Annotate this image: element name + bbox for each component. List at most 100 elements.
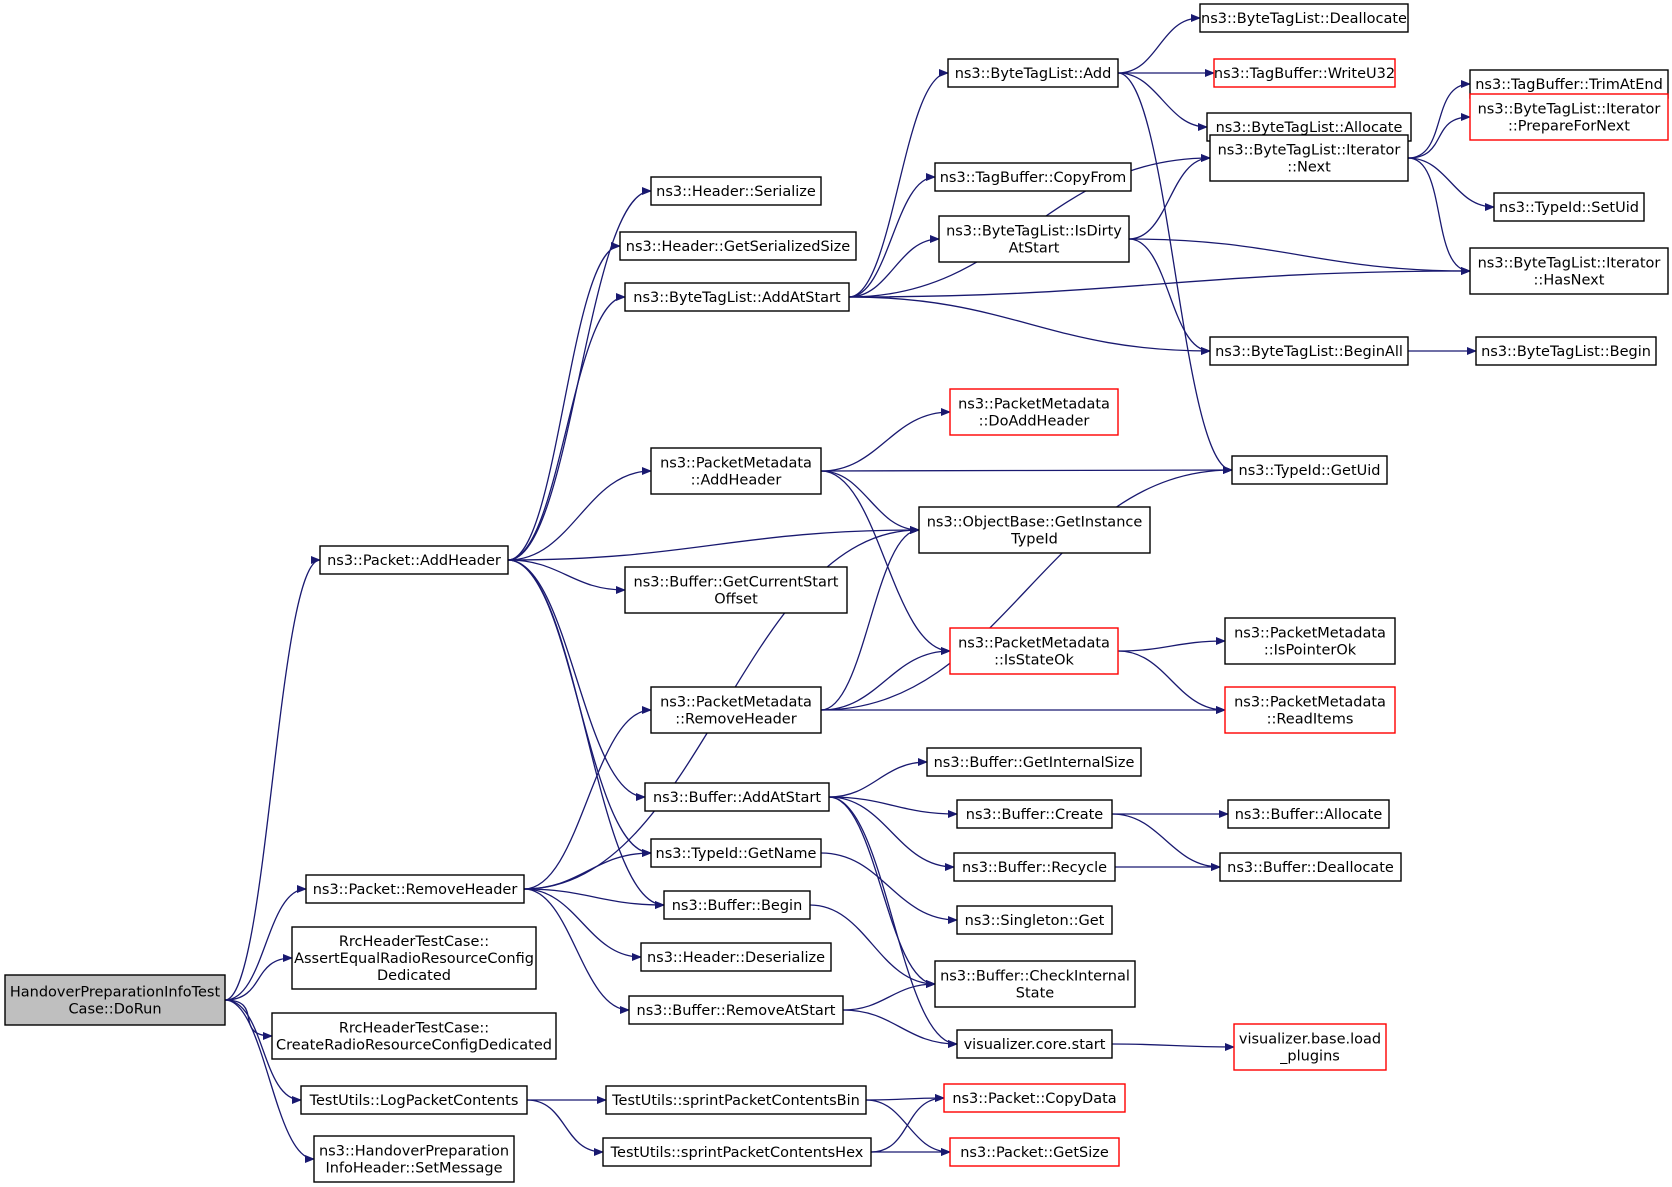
node-box[interactable] xyxy=(949,1137,1120,1167)
node-pkt-addheader[interactable]: ns3::Packet::AddHeader xyxy=(319,545,509,575)
node-box[interactable] xyxy=(644,782,830,812)
node-label: TestUtils::sprintPacketContentsBin xyxy=(611,1093,860,1109)
node-buf-allocate[interactable]: ns3::Buffer::Allocate xyxy=(1227,799,1390,829)
node-pkt-getsize[interactable]: ns3::Packet::GetSize xyxy=(949,1137,1120,1167)
node-btl-iter-prepare[interactable]: ns3::ByteTagList::Iterator::PrepareForNe… xyxy=(1469,93,1669,141)
node-box[interactable] xyxy=(650,686,822,734)
node-box[interactable] xyxy=(300,1085,528,1115)
node-box[interactable] xyxy=(1209,336,1409,366)
node-box[interactable] xyxy=(956,799,1113,829)
node-box[interactable] xyxy=(949,627,1119,675)
edge-path xyxy=(523,888,630,1014)
node-btl-addatstart[interactable]: ns3::ByteTagList::AddAtStart xyxy=(624,282,850,312)
node-box[interactable] xyxy=(605,1085,867,1115)
node-log-packet[interactable]: TestUtils::LogPacketContents xyxy=(300,1085,528,1115)
node-box[interactable] xyxy=(1224,617,1396,665)
node-btl-beginall[interactable]: ns3::ByteTagList::BeginAll xyxy=(1209,336,1409,366)
node-box[interactable] xyxy=(650,447,822,495)
node-singleton-get[interactable]: ns3::Singleton::Get xyxy=(956,905,1113,935)
node-pkt-removeheader[interactable]: ns3::Packet::RemoveHeader xyxy=(305,874,525,904)
node-box[interactable] xyxy=(640,942,832,972)
node-box[interactable] xyxy=(650,838,822,868)
node-hdr-serialize[interactable]: ns3::Header::Serialize xyxy=(650,176,822,206)
node-box[interactable] xyxy=(956,905,1113,935)
node-box[interactable] xyxy=(956,1029,1113,1059)
node-pm-doaddheader[interactable]: ns3::PacketMetadata::DoAddHeader xyxy=(949,388,1119,436)
node-box[interactable] xyxy=(628,995,844,1025)
node-btl-deallocate[interactable]: ns3::ByteTagList::Deallocate xyxy=(1199,3,1409,33)
node-box[interactable] xyxy=(947,58,1119,88)
node-pm-readitems[interactable]: ns3::PacketMetadata::ReadItems xyxy=(1224,686,1396,734)
node-pm-ispointerok[interactable]: ns3::PacketMetadata::IsPointerOk xyxy=(1224,617,1396,665)
node-box[interactable] xyxy=(926,747,1142,777)
node-box[interactable] xyxy=(1231,455,1388,485)
node-ho-setmsg[interactable]: ns3::HandoverPreparationInfoHeader::SetM… xyxy=(313,1135,515,1183)
node-box[interactable] xyxy=(602,1137,872,1167)
node-box[interactable] xyxy=(650,176,822,206)
node-buf-deallocate[interactable]: ns3::Buffer::Deallocate xyxy=(1219,852,1402,882)
node-btl-iter-next[interactable]: ns3::ByteTagList::Iterator::Next xyxy=(1209,134,1409,182)
node-box[interactable] xyxy=(1213,58,1396,88)
node-buf-create[interactable]: ns3::Buffer::Create xyxy=(956,799,1113,829)
node-box[interactable] xyxy=(1469,247,1669,295)
node-box[interactable] xyxy=(1219,852,1402,882)
node-buf-recycle[interactable]: ns3::Buffer::Recycle xyxy=(953,852,1116,882)
edge-path xyxy=(865,1099,951,1156)
node-btl-add[interactable]: ns3::ByteTagList::Add xyxy=(947,58,1119,88)
node-pm-isstateok[interactable]: ns3::PacketMetadata::IsStateOk xyxy=(949,627,1119,675)
node-box[interactable] xyxy=(1493,192,1645,222)
node-box[interactable] xyxy=(271,1012,557,1060)
node-box[interactable] xyxy=(918,506,1151,554)
node-assert-equal[interactable]: RrcHeaderTestCase::AssertEqualRadioResou… xyxy=(291,926,537,990)
node-box[interactable] xyxy=(624,282,850,312)
node-typeid-setuid[interactable]: ns3::TypeId::SetUid xyxy=(1493,192,1645,222)
node-box[interactable] xyxy=(1475,336,1657,366)
node-hdr-getsize[interactable]: ns3::Header::GetSerializedSize xyxy=(619,231,857,261)
node-buf-getinternalsize[interactable]: ns3::Buffer::GetInternalSize xyxy=(926,747,1142,777)
node-tb-copyfrom[interactable]: ns3::TagBuffer::CopyFrom xyxy=(934,162,1132,192)
node-box[interactable] xyxy=(1209,134,1409,182)
node-typeid-getuid[interactable]: ns3::TypeId::GetUid xyxy=(1231,455,1388,485)
node-create-rrcd[interactable]: RrcHeaderTestCase::CreateRadioResourceCo… xyxy=(271,1012,557,1060)
node-box[interactable] xyxy=(624,566,848,614)
node-pkt-copydata[interactable]: ns3::Packet::CopyData xyxy=(943,1083,1126,1113)
node-pm-addheader[interactable]: ns3::PacketMetadata::AddHeader xyxy=(650,447,822,495)
node-pm-removeheader[interactable]: ns3::PacketMetadata::RemoveHeader xyxy=(650,686,822,734)
node-box[interactable] xyxy=(305,874,525,904)
node-box[interactable] xyxy=(949,388,1119,436)
node-tu-sprintbin[interactable]: TestUtils::sprintPacketContentsBin xyxy=(605,1085,867,1115)
node-box[interactable] xyxy=(663,890,811,920)
node-hdr-deserialize[interactable]: ns3::Header::Deserialize xyxy=(640,942,832,972)
node-box[interactable] xyxy=(291,926,537,990)
node-box[interactable] xyxy=(313,1135,515,1183)
node-typeid-getname[interactable]: ns3::TypeId::GetName xyxy=(650,838,822,868)
node-box[interactable] xyxy=(938,215,1130,263)
node-box[interactable] xyxy=(319,545,509,575)
node-tu-sprinthex[interactable]: TestUtils::sprintPacketContentsHex xyxy=(602,1137,872,1167)
node-box[interactable] xyxy=(1199,3,1409,33)
node-viz-start[interactable]: visualizer.core.start xyxy=(956,1029,1113,1059)
node-btl-iter-hasnext[interactable]: ns3::ByteTagList::Iterator::HasNext xyxy=(1469,247,1669,295)
node-box[interactable] xyxy=(1224,686,1396,734)
node-box[interactable] xyxy=(953,852,1116,882)
node-box[interactable] xyxy=(934,162,1132,192)
node-buf-removeatstart[interactable]: ns3::Buffer::RemoveAtStart xyxy=(628,995,844,1025)
node-btl-begin[interactable]: ns3::ByteTagList::Begin xyxy=(1475,336,1657,366)
node-viz-loadplugins[interactable]: visualizer.base.load_plugins xyxy=(1233,1023,1387,1071)
edge-pkt_addheader-to-pm_addheader xyxy=(507,467,652,561)
node-box[interactable] xyxy=(943,1083,1126,1113)
node-box[interactable] xyxy=(1469,93,1669,141)
node-box[interactable] xyxy=(4,974,226,1026)
node-buf-addatstart[interactable]: ns3::Buffer::AddAtStart xyxy=(644,782,830,812)
node-box[interactable] xyxy=(1233,1023,1387,1071)
node-tb-writeu32[interactable]: ns3::TagBuffer::WriteU32 xyxy=(1213,58,1396,88)
node-box[interactable] xyxy=(619,231,857,261)
node-box[interactable] xyxy=(1227,799,1390,829)
node-box[interactable] xyxy=(934,960,1136,1008)
node-buf-begin[interactable]: ns3::Buffer::Begin xyxy=(663,890,811,920)
